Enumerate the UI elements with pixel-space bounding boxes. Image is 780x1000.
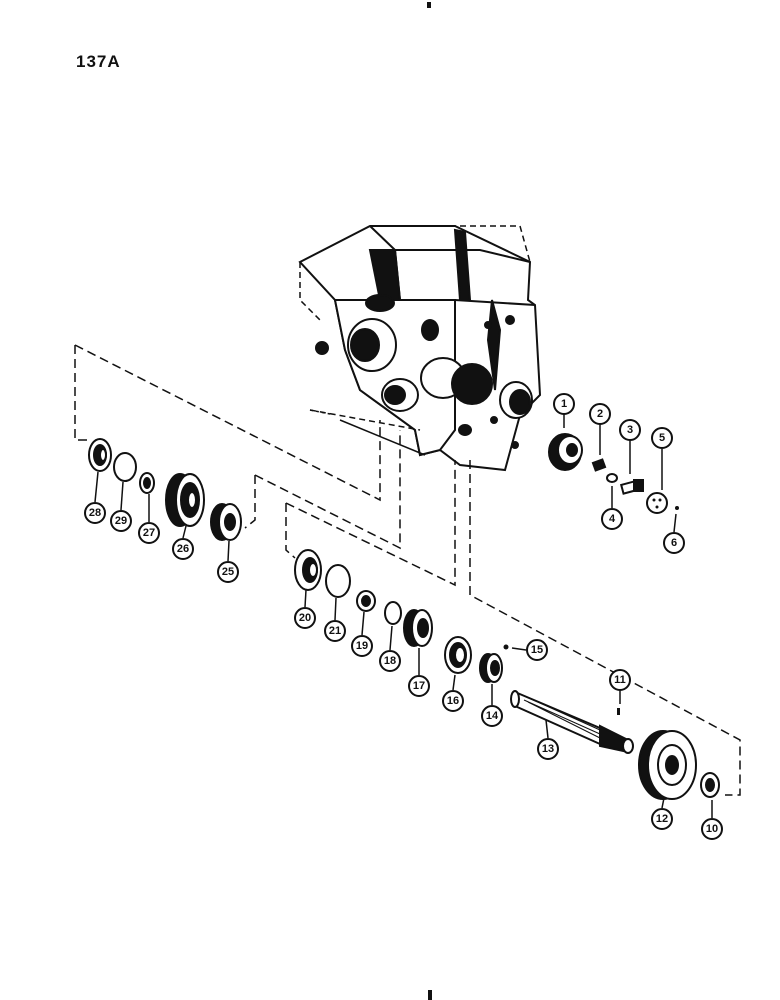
callout-16: 16: [442, 690, 464, 712]
svg-text:6: 6: [671, 537, 677, 549]
part-1-seal: [548, 433, 583, 471]
svg-text:3: 3: [627, 424, 633, 436]
callout-10: 10: [701, 818, 723, 840]
svg-text:11: 11: [614, 674, 626, 686]
svg-text:13: 13: [542, 743, 554, 755]
svg-text:27: 27: [143, 527, 155, 539]
callout-19: 19: [351, 635, 373, 657]
part-27-bushing: [139, 472, 155, 494]
svg-text:21: 21: [329, 625, 341, 637]
svg-text:17: 17: [413, 680, 425, 692]
leader-lines: [94, 414, 713, 818]
svg-text:5: 5: [659, 432, 665, 444]
callout-14: 14: [481, 705, 503, 727]
part-13-shaft: [510, 690, 634, 754]
callout-3: 3: [619, 419, 641, 441]
part-2-block: [591, 458, 607, 472]
callout-2: 2: [589, 403, 611, 425]
callout-4: 4: [601, 508, 623, 530]
callout-28: 28: [84, 502, 106, 524]
part-10-washer: [700, 772, 720, 798]
page-code: 137A: [76, 52, 121, 71]
svg-text:18: 18: [384, 655, 396, 667]
svg-text:2: 2: [597, 408, 603, 420]
svg-text:1: 1: [561, 398, 567, 410]
svg-text:19: 19: [356, 640, 368, 652]
svg-text:25: 25: [222, 566, 234, 578]
part-25-gear: [210, 503, 242, 541]
part-17-gear: [403, 609, 433, 647]
callout-6: 6: [663, 532, 685, 554]
svg-text:16: 16: [447, 695, 459, 707]
svg-text:4: 4: [609, 513, 616, 525]
part-29-snap-ring: [113, 452, 137, 482]
callout-26: 26: [172, 538, 194, 560]
callout-11: 11: [609, 669, 631, 691]
callout-25: 25: [217, 561, 239, 583]
transmission-housing: [298, 225, 542, 472]
svg-text:26: 26: [177, 543, 189, 555]
part-19-bushing: [356, 590, 376, 612]
callout-20: 20: [294, 607, 316, 629]
part-26-gear: [165, 473, 205, 527]
callout-27: 27: [138, 522, 160, 544]
callout-15: 15: [526, 639, 548, 661]
part-4-washer: [606, 473, 618, 483]
callout-5: 5: [651, 427, 673, 449]
svg-text:12: 12: [656, 813, 668, 825]
part-14-gear: [479, 653, 503, 683]
part-11-pin: [617, 708, 620, 715]
svg-text:20: 20: [299, 612, 311, 624]
svg-text:15: 15: [531, 644, 543, 656]
callout-29: 29: [110, 510, 132, 532]
part-15-ball: [503, 644, 509, 650]
callout-1: 1: [553, 393, 575, 415]
assembly-lines: [74, 344, 741, 796]
top-registration-mark: [427, 2, 431, 8]
svg-text:29: 29: [115, 515, 127, 527]
part-5-plate: [646, 492, 668, 514]
svg-text:10: 10: [706, 823, 718, 835]
callout-17: 17: [408, 675, 430, 697]
callout-12: 12: [651, 808, 673, 830]
callouts: 1 2 3 4 5 6 10 11 12 13 14 15 16 17 18 1…: [84, 393, 723, 840]
part-28-bearing: [88, 438, 112, 472]
part-21-snap-ring: [325, 564, 351, 598]
bottom-registration-mark: [428, 990, 432, 1000]
svg-text:28: 28: [89, 507, 101, 519]
callout-21: 21: [324, 620, 346, 642]
part-6-pin: [675, 506, 679, 510]
callout-18: 18: [379, 650, 401, 672]
part-16-ring: [444, 636, 472, 674]
callout-13: 13: [537, 738, 559, 760]
housing-phantom-outline: [299, 225, 531, 431]
part-20-bearing: [294, 549, 322, 591]
part-12-gear: [638, 730, 697, 800]
part-3-bolt: [619, 479, 644, 495]
part-18-ring: [384, 601, 402, 625]
svg-text:14: 14: [486, 710, 499, 722]
